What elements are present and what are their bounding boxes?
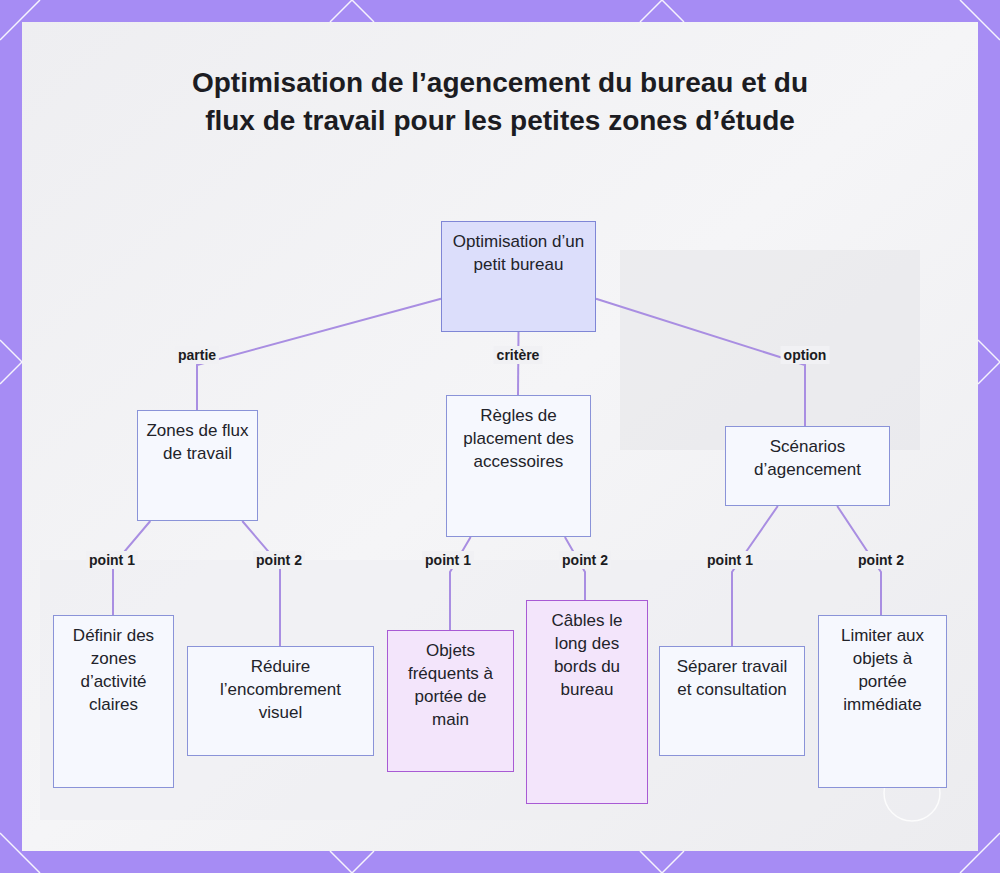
edge-label: point 2 <box>559 551 611 569</box>
node-label: Zones de flux de travail <box>146 419 249 465</box>
node-label: Objets fréquents à portée de main <box>396 639 505 731</box>
connector <box>596 299 805 426</box>
root-box: Optimisation d’un petit bureau <box>441 221 596 332</box>
topic-box: Limiter aux objets à portée immédiate <box>818 615 947 788</box>
topic-box: Réduire l’encombrement visuel <box>187 646 374 756</box>
node-label: Règles de placement des accessoires <box>455 404 582 473</box>
topic-box: Définir des zones d’activité claires <box>53 615 174 788</box>
topic-box: Séparer travail et consultation <box>659 646 805 756</box>
topic-box: Scénarios d’agencement <box>725 426 890 506</box>
connector-line <box>596 299 805 426</box>
node-label: Scénarios d’agencement <box>734 435 881 481</box>
connector <box>732 506 778 646</box>
connector-line <box>197 299 441 410</box>
node-label: Séparer travail et consultation <box>668 655 796 701</box>
topic-box: Câbles le long des bords du bureau <box>526 600 648 804</box>
edge-label: partie <box>175 346 219 364</box>
edge-label: point 1 <box>86 551 138 569</box>
topic-box: Règles de placement des accessoires <box>446 395 591 537</box>
connector <box>242 521 280 646</box>
edge-label: critère <box>494 346 543 364</box>
edge-label: point 2 <box>855 551 907 569</box>
connector-line <box>732 506 778 646</box>
edge-label: option <box>781 346 830 364</box>
connector <box>197 299 441 410</box>
edge-label: point 2 <box>253 551 305 569</box>
node-label: Limiter aux objets à portée immédiate <box>827 624 938 716</box>
node-label: Définir des zones d’activité claires <box>62 624 165 716</box>
edge-label: point 1 <box>422 551 474 569</box>
node-label: Câbles le long des bords du bureau <box>535 609 639 701</box>
node-label: Réduire l’encombrement visuel <box>196 655 365 724</box>
topic-box: Zones de flux de travail <box>137 410 258 521</box>
topic-box: Objets fréquents à portée de main <box>387 630 514 772</box>
diagram-title: Optimisation de l’agencement du bureau e… <box>190 64 810 140</box>
node-label: Optimisation d’un petit bureau <box>450 230 587 276</box>
connector-line <box>242 521 280 646</box>
edge-label: point 1 <box>704 551 756 569</box>
